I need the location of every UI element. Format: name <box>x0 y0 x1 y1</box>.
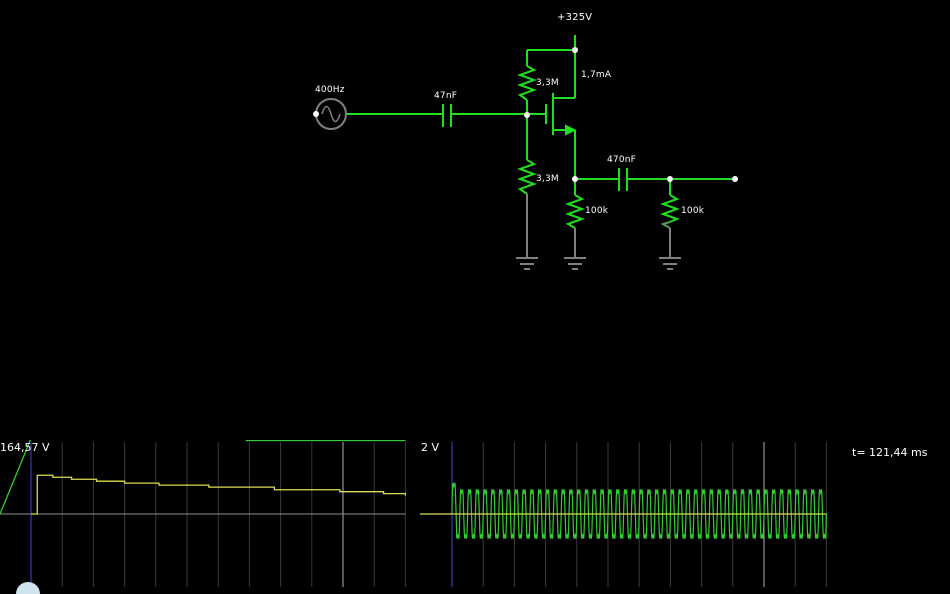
capacitor-out-label: 470nF <box>607 155 637 165</box>
circuit-canvas[interactable] <box>0 0 950 430</box>
capacitor-470nf[interactable] <box>618 168 628 191</box>
nodes <box>313 47 738 182</box>
scope-2-scale-label: 2 V <box>421 441 440 454</box>
trace-voltage <box>451 482 827 539</box>
simulation-time-label: t= 121,44 ms <box>852 446 928 459</box>
resistor-load-100k[interactable] <box>660 194 680 223</box>
node-dot <box>667 176 673 182</box>
node-dot <box>572 47 578 53</box>
ground-icon <box>564 257 586 270</box>
ac-source-icon[interactable] <box>315 98 347 130</box>
ground-icon <box>516 257 538 270</box>
trace-voltage <box>0 440 406 515</box>
scope-1-scale-label: 164,57 V <box>0 441 50 454</box>
ground-icon <box>659 257 681 270</box>
node-dot <box>313 111 319 117</box>
capacitor-in-label: 47nF <box>434 91 458 101</box>
supply-voltage-label: +325V <box>557 12 593 23</box>
node-dot <box>524 112 530 118</box>
resistor-top-label: 3,3M <box>536 78 559 88</box>
capacitor-47nf[interactable] <box>442 104 452 127</box>
resistor-load-label: 100k <box>681 206 705 216</box>
resistor-top-3-3m[interactable] <box>517 65 537 101</box>
scope-1[interactable] <box>0 440 420 587</box>
source-frequency-label: 400Hz <box>315 85 345 95</box>
scope-2[interactable] <box>420 440 840 587</box>
resistor-source-100k[interactable] <box>565 194 585 229</box>
resistor-load-100k-grey <box>660 221 671 229</box>
resistor-bottom-3-3m[interactable] <box>517 159 537 195</box>
resistor-source-label: 100k <box>585 206 609 216</box>
resistor-bottom-label: 3,3M <box>536 174 559 184</box>
node-dot <box>572 176 578 182</box>
mosfet-icon[interactable] <box>545 93 577 136</box>
node-dot <box>732 176 738 182</box>
trace-current <box>31 474 407 515</box>
drain-current-label: 1,7mA <box>581 70 612 80</box>
